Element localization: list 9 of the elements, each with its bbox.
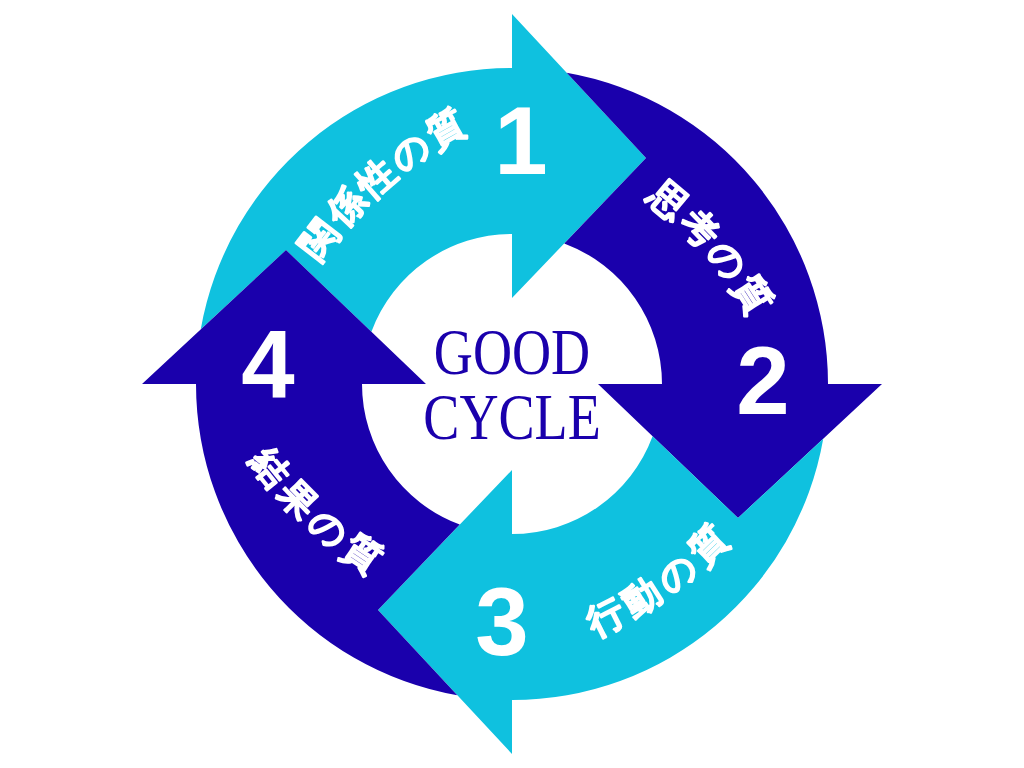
- step-number: 4: [241, 329, 295, 401]
- step-label: 行動の質: [579, 513, 741, 646]
- step-number: 2: [736, 345, 790, 417]
- step-label: 思考の質: [640, 171, 784, 326]
- step-label: 関係性の質: [291, 98, 477, 268]
- step-label: 結果の質: [241, 439, 395, 585]
- center-label: GOOD CYCLE: [422, 319, 602, 449]
- step-number: 3: [475, 586, 529, 658]
- step-number: 1: [494, 105, 548, 177]
